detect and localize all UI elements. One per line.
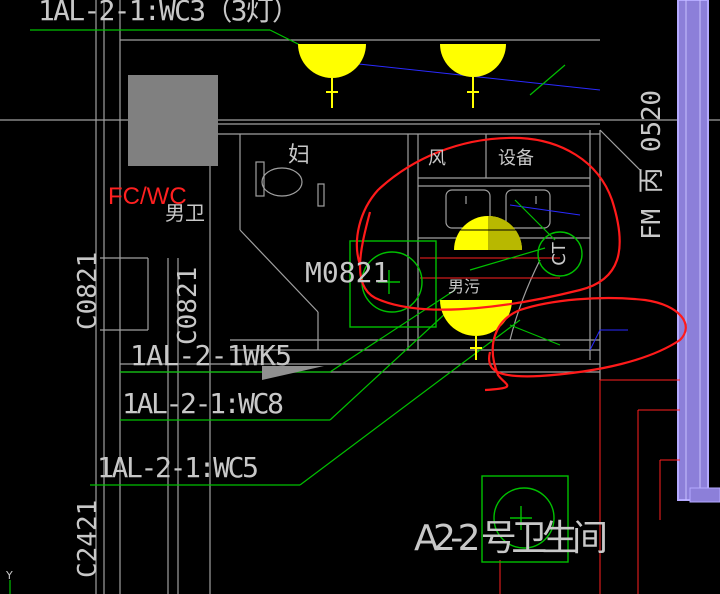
axis-y-label: Y bbox=[5, 569, 13, 582]
green-wiring bbox=[30, 29, 566, 486]
room-nan-label: 男卫 bbox=[165, 201, 205, 225]
door-m0821-label: M0821 bbox=[305, 256, 389, 289]
ceiling-lamp-3 bbox=[454, 216, 522, 250]
window-c2421-label: C2421 bbox=[73, 500, 103, 578]
red-reference-lines bbox=[420, 257, 680, 594]
ceiling-lamp-1 bbox=[298, 44, 366, 108]
fm-door-label: FM 丙 0520 bbox=[637, 90, 667, 240]
circuit-wc5-label: 1AL-2-1:WC5 bbox=[97, 451, 259, 484]
toilet-fixture bbox=[255, 161, 325, 207]
room-fu-label: 妇 bbox=[288, 143, 310, 168]
red-markup-loops[interactable] bbox=[355, 136, 687, 392]
purple-partition bbox=[677, 0, 720, 503]
top-circuit-label: 1AL-2-1:WC3（3灯） bbox=[38, 0, 300, 27]
window-c0821-left-label: C0821 bbox=[73, 252, 103, 330]
window-c0821-mid-label: C0821 bbox=[173, 267, 203, 345]
equipment-box bbox=[128, 75, 218, 166]
junction-box-lower bbox=[481, 475, 569, 563]
room-shebei-label: 设备 bbox=[498, 148, 534, 169]
circuit-wc8-label: 1AL-2-1:WC8 bbox=[122, 387, 284, 420]
ceiling-lamp-2 bbox=[440, 44, 506, 108]
ct-sensor: CT bbox=[537, 231, 583, 277]
circuit-wk5-label: 1AL-2-1WK5 bbox=[130, 339, 292, 372]
cable-tray-marker bbox=[262, 366, 324, 380]
room-feng-label: 风 bbox=[428, 148, 446, 169]
fc-wc-tag: FC/WC bbox=[108, 183, 187, 210]
ct-label: CT bbox=[549, 241, 570, 266]
ucs-axis-icon: Y bbox=[5, 569, 13, 594]
room-a2-label: A2-2 号卫生间 bbox=[414, 518, 608, 559]
room-tongsui-label: 男污 bbox=[448, 277, 480, 296]
